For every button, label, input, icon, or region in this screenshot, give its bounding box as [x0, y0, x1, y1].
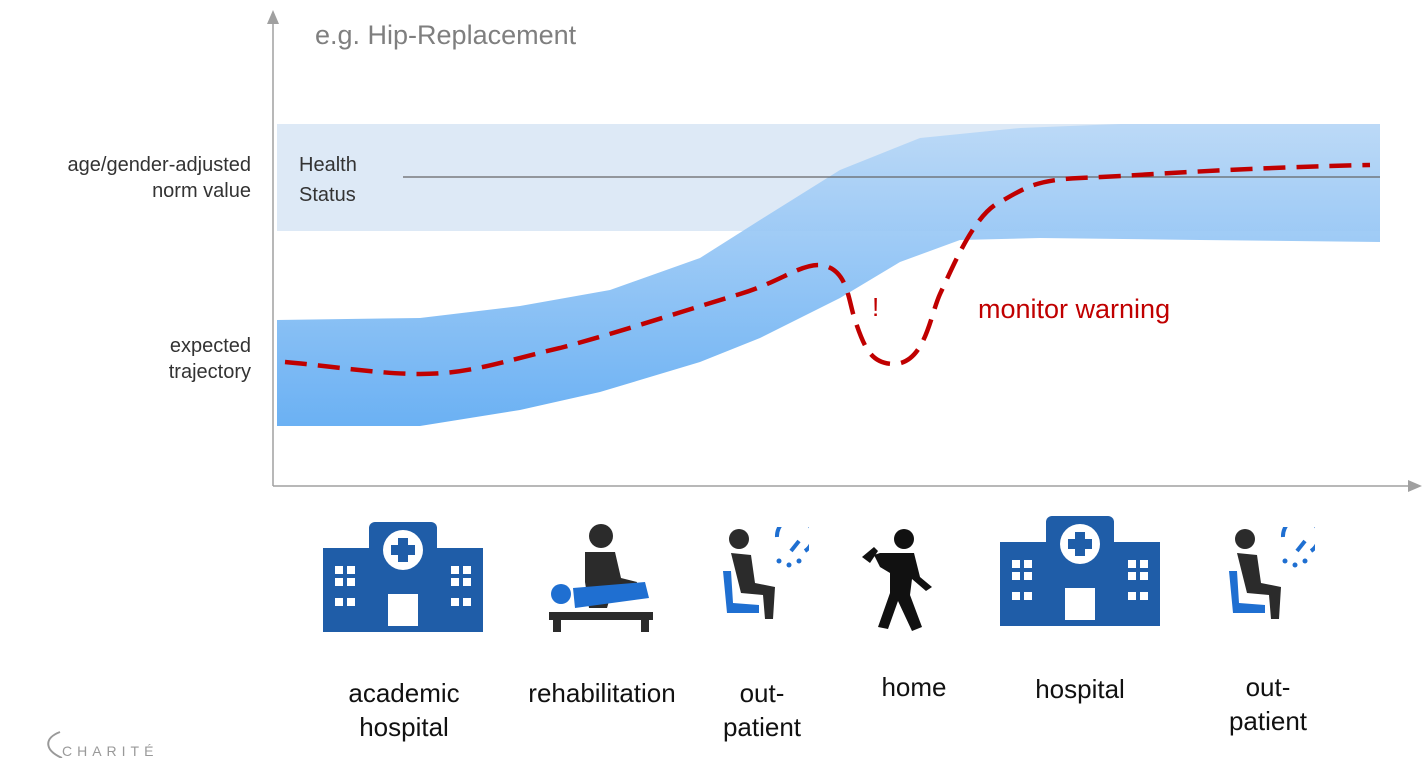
norm-value-label-line1: age/gender-adjusted	[67, 154, 251, 176]
stage-caption-line1: rehabilitation	[528, 678, 676, 708]
physiotherapy-icon	[549, 524, 653, 632]
stage-caption-line2: hospital	[359, 712, 449, 742]
stage-caption-line2: patient	[1228, 706, 1308, 736]
expected-trajectory-label-line2: trajectory	[168, 361, 251, 383]
stage-caption-line1: home	[881, 672, 947, 702]
y-axis-arrow	[267, 10, 279, 24]
x-axis-arrow	[1408, 480, 1422, 492]
expected-trajectory-label-line1: expected	[169, 335, 251, 357]
walking-person-wrench-icon	[862, 529, 932, 631]
charite-logo-text: CHARITÉ	[62, 743, 159, 759]
health-status-line1: Health	[299, 154, 357, 176]
health-status-line2: Status	[299, 184, 356, 206]
stage-caption-rehabilitation: rehabilitation	[500, 676, 704, 710]
stage-caption-line1: hospital	[1035, 674, 1125, 704]
stage-caption-hospital: hospital	[1010, 672, 1150, 706]
stage-caption-line1: academic	[348, 678, 460, 708]
stage-caption-academic-hospital: academic hospital	[331, 676, 477, 744]
hospital-building-icon	[323, 522, 483, 632]
norm-value-label-line2: norm value	[152, 180, 251, 202]
stage-caption-home: home	[854, 670, 974, 704]
stage-caption-line2: patient	[722, 712, 802, 742]
stage-caption-outpatient: out- patient	[704, 676, 820, 744]
health-status-label: Health Status	[299, 150, 357, 210]
norm-value-label: age/gender-adjusted norm value	[68, 152, 251, 204]
stage-caption-line1: out-	[1245, 672, 1291, 702]
monitor-warning-label: monitor warning	[978, 294, 1171, 324]
diagram-title: e.g. Hip-Replacement	[315, 20, 577, 50]
stage-caption-line1: out-	[739, 678, 785, 708]
hospital-building-icon	[1000, 516, 1160, 626]
seated-patient-icon	[723, 527, 809, 619]
warning-mark: !	[872, 292, 880, 322]
seated-patient-icon	[1229, 527, 1315, 619]
stage-caption-outpatient-2: out- patient	[1210, 670, 1326, 738]
expected-trajectory-label: expected trajectory	[169, 333, 251, 385]
logo-arc	[47, 731, 63, 758]
